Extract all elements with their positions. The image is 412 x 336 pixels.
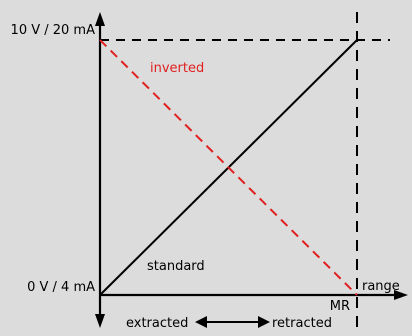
x-axis-arrow [394,290,408,300]
standard-label: standard [147,259,205,274]
inverted-label: inverted [150,61,204,76]
direction-arrow-right [258,316,270,328]
retracted-label: retracted [272,316,332,331]
y-top-label: 10 V / 20 mA [11,23,96,38]
y-axis-arrow-up [95,12,105,26]
x-axis-label: range [362,279,400,294]
mr-label: MR [330,299,350,314]
extracted-label: extracted [126,316,188,331]
y-axis-arrow-down [95,314,105,328]
inverted-line [99,39,358,296]
y-bottom-label: 0 V / 4 mA [27,280,95,295]
direction-arrow-left [195,316,207,328]
